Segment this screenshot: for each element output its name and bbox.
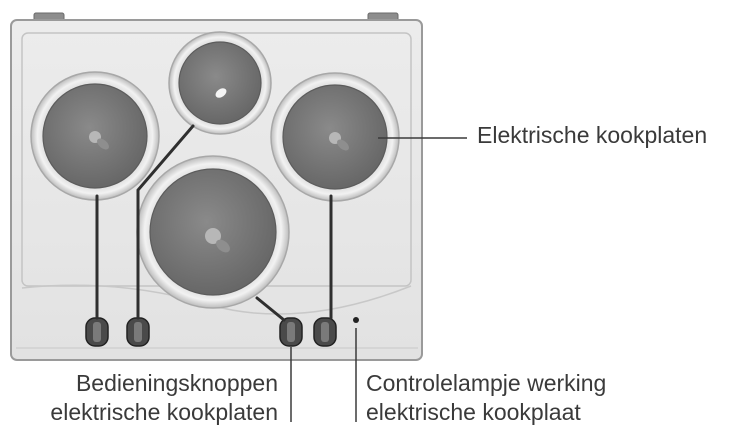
- hotplate-top-middle: [168, 31, 272, 135]
- label-lamp-line2: elektrische kookplaat: [366, 399, 581, 425]
- control-knob-4: [313, 317, 337, 347]
- indicator-lamp-icon: [353, 317, 359, 323]
- label-hotplates-text: Elektrische kookplaten: [477, 122, 708, 148]
- hotplate-left: [30, 71, 160, 201]
- label-indicator-lamp: Controlelampje werking elektrische kookp…: [366, 369, 606, 427]
- control-knob-2: [126, 317, 150, 347]
- label-knobs-line1: Bedieningsknoppen: [75, 370, 278, 396]
- label-pointers: [290, 137, 467, 422]
- label-lamp-line1: Controlelampje werking: [366, 370, 607, 396]
- control-knob-1: [85, 317, 109, 347]
- control-knob-3: [279, 317, 303, 347]
- label-knobs-line2: elektrische kookplaten: [50, 399, 278, 425]
- label-hotplates: Elektrische kookplaten: [477, 121, 707, 150]
- hotplate-right: [270, 72, 400, 202]
- knob-hotplate-connectors: [95, 124, 333, 322]
- label-control-knobs: Bedieningsknoppen elektrische kookplaten: [10, 369, 278, 427]
- hotplate-bottom-large: [136, 155, 290, 309]
